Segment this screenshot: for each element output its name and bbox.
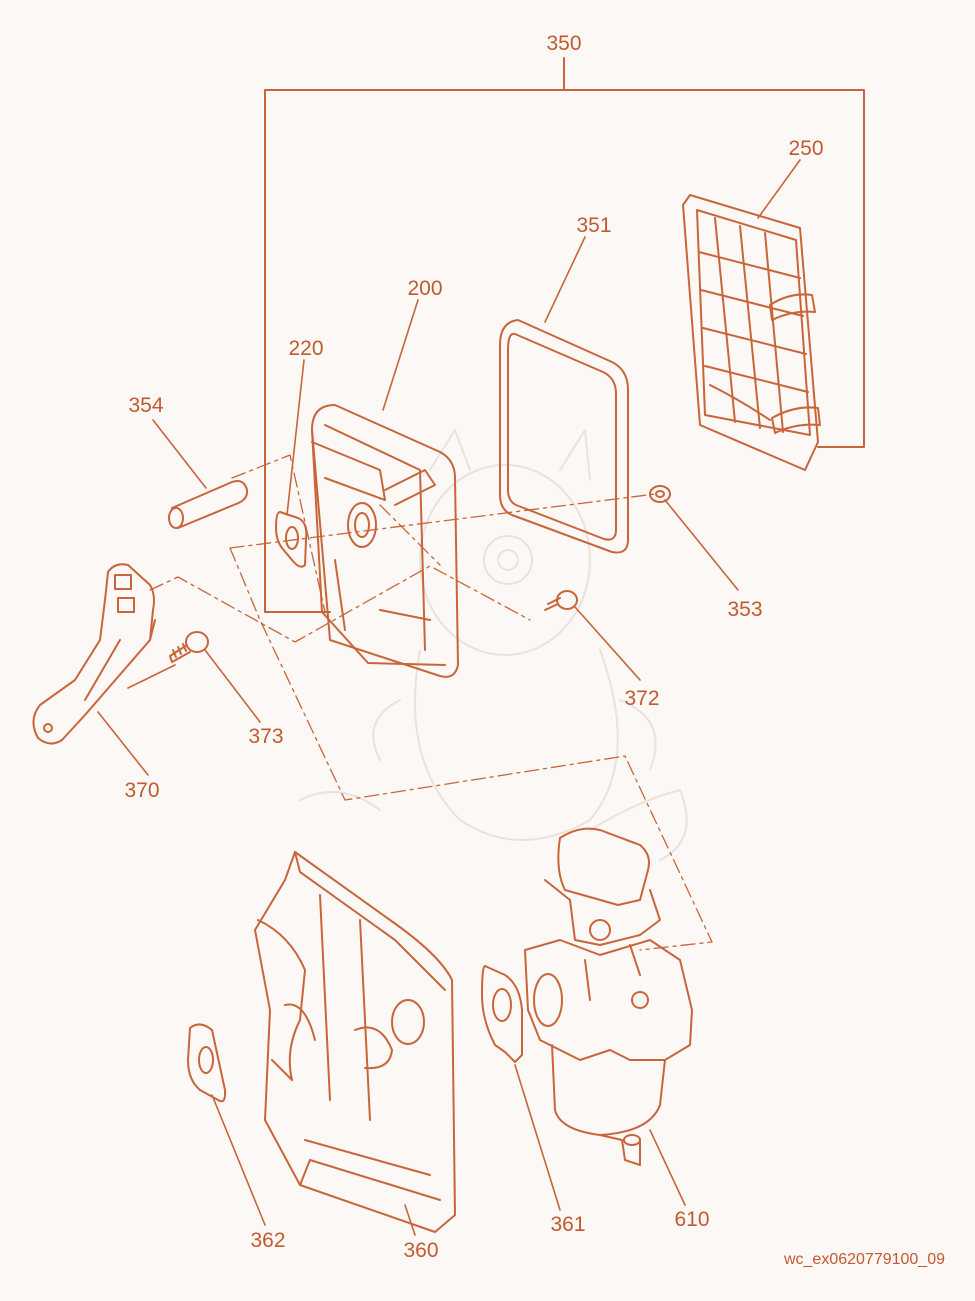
assembly-guide-lines [149, 454, 713, 951]
assembly-bracket-350 [264, 57, 865, 613]
callout-360: 360 [403, 1239, 438, 1262]
mounting-bolt-373 [169, 631, 209, 663]
callout-351: 351 [576, 214, 611, 237]
callout-610: 610 [674, 1208, 709, 1231]
flange-bolt-372 [544, 590, 578, 611]
callout-372: 372 [624, 687, 659, 710]
leader-lines [97, 159, 801, 1236]
callout-361: 361 [550, 1213, 585, 1236]
carburetor-gasket-361 [481, 965, 523, 1063]
insulator-base-360 [254, 851, 456, 1233]
callout-370: 370 [124, 779, 159, 802]
air-cleaner-case-200 [311, 404, 459, 678]
callout-350: 350 [546, 32, 581, 55]
insulator-gasket-362 [187, 1023, 227, 1103]
callout-373: 373 [248, 725, 283, 748]
callout-220: 220 [288, 337, 323, 360]
filter-element-351 [499, 319, 629, 554]
flange-nut-353 [649, 485, 671, 503]
document-id: wc_ex0620779100_09 [783, 1251, 945, 1268]
callout-200: 200 [407, 277, 442, 300]
callout-354: 354 [128, 394, 163, 417]
breather-tube-354 [168, 480, 249, 529]
carburetor-610 [524, 827, 693, 1166]
watermark-mascot [299, 429, 688, 861]
callout-250: 250 [788, 137, 823, 160]
stay-bracket-370 [32, 563, 156, 745]
callout-362: 362 [250, 1229, 285, 1252]
callout-353: 353 [727, 598, 762, 621]
case-gasket-220 [275, 511, 308, 568]
part-callouts: 350 250 351 200 220 354 353 372 373 370 … [124, 32, 823, 1262]
air-cleaner-cover-250 [682, 194, 821, 471]
